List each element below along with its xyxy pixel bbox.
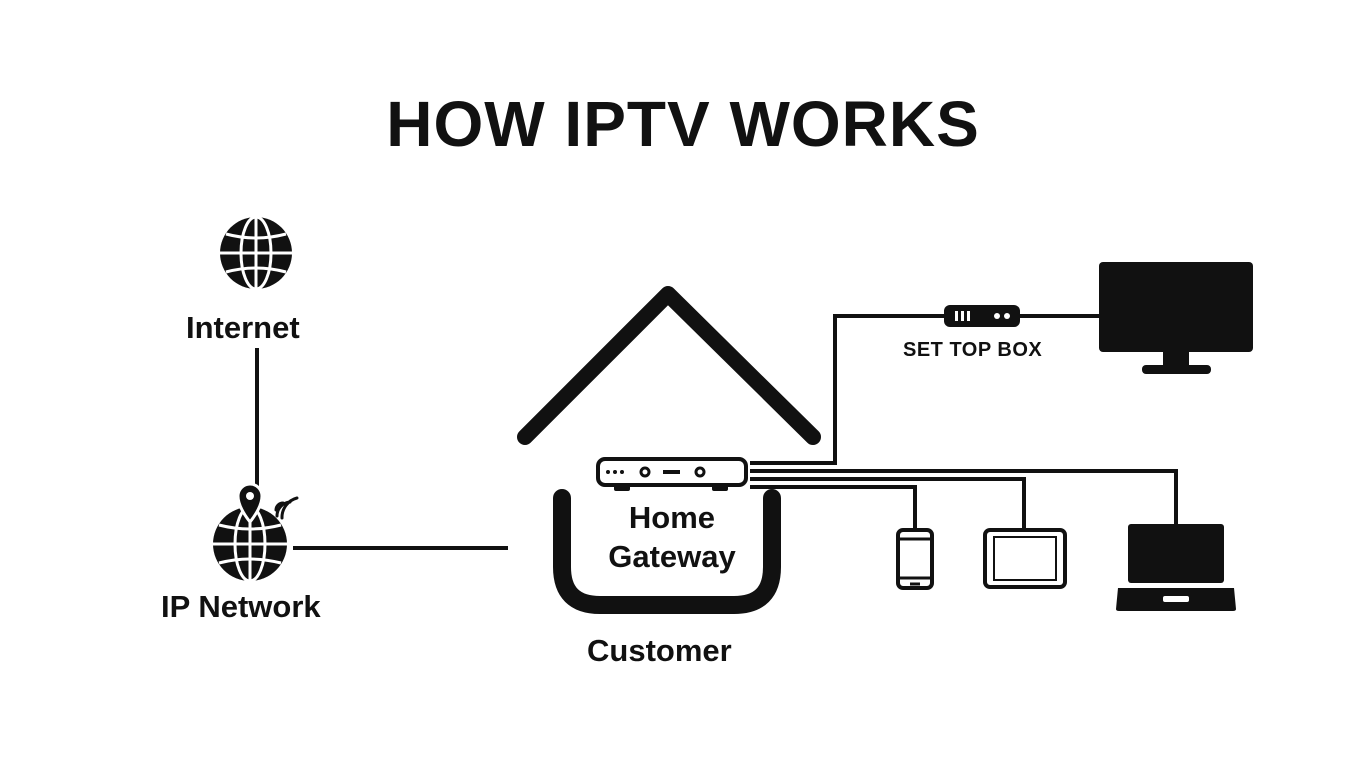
set-top-box-label: SET TOP BOX bbox=[903, 339, 1043, 361]
home-gateway-label-line2: Gateway bbox=[608, 538, 736, 574]
tablet-icon bbox=[983, 528, 1067, 589]
set-top-box-icon bbox=[944, 305, 1020, 327]
customer-label: Customer bbox=[587, 633, 732, 668]
signal-waves-icon bbox=[274, 496, 299, 520]
home-gateway-label-line1: Home bbox=[628, 500, 716, 535]
laptop-icon bbox=[1116, 524, 1236, 611]
internet-label: Internet bbox=[186, 310, 300, 345]
house-roof-icon bbox=[517, 286, 821, 445]
router-icon bbox=[596, 457, 748, 491]
house-base-icon bbox=[553, 489, 781, 614]
smartphone-icon bbox=[896, 528, 934, 590]
internet-globe-icon bbox=[220, 215, 292, 291]
location-pin-icon bbox=[236, 482, 264, 525]
ip-network-label: IP Network bbox=[161, 589, 321, 624]
connections bbox=[255, 314, 1178, 550]
home-gateway-label: Home Gateway bbox=[572, 499, 772, 577]
gateway-to-phone-line bbox=[750, 485, 917, 530]
gateway-to-tablet-line bbox=[750, 477, 1026, 530]
gateway-to-laptop-line bbox=[750, 469, 1178, 524]
diagram-title: HOW IPTV WORKS bbox=[386, 88, 980, 160]
gateway-to-set-top-box-line bbox=[750, 314, 944, 465]
television-icon bbox=[1099, 262, 1253, 374]
